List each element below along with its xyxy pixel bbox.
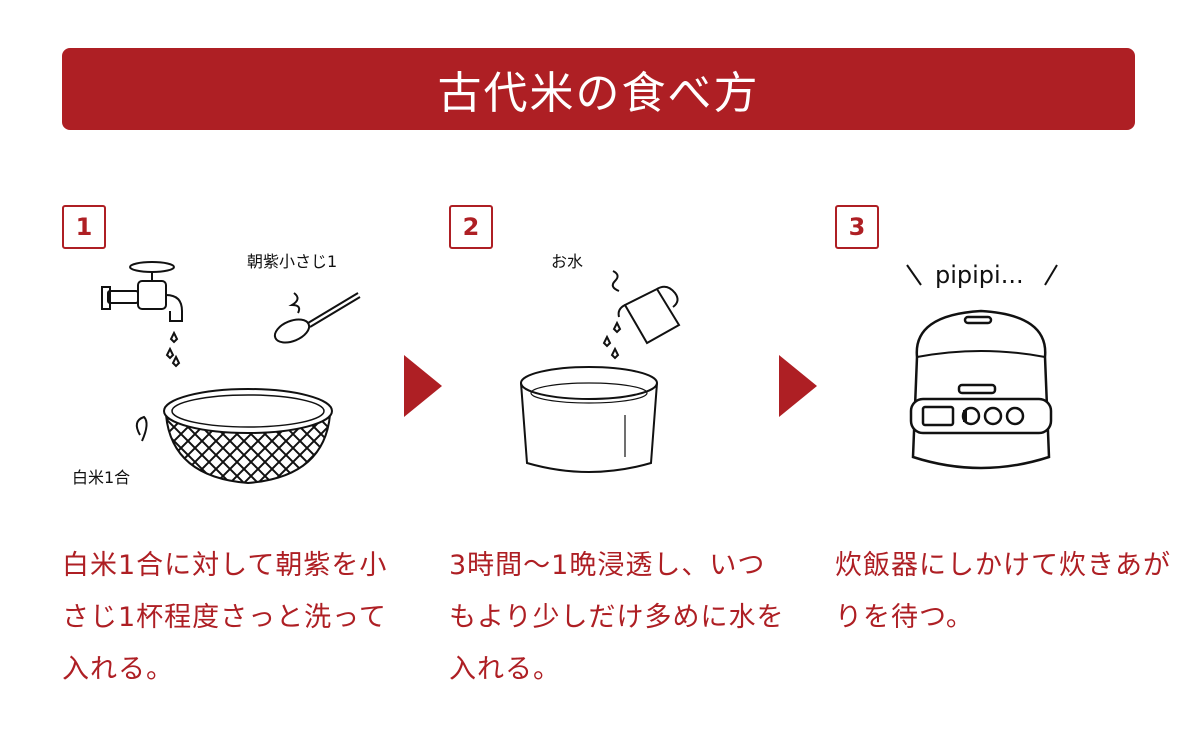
step-3-description: 炊飯器にしかけて炊きあがりを待つ。	[835, 550, 1171, 633]
spoon-icon	[273, 292, 361, 344]
page-title: 古代米の食べ方	[437, 68, 760, 119]
sound-label: pipipi...	[935, 261, 1024, 289]
step-2: 2 お水 3時間〜1晩浸透し、いつもより少しだけ多めに水を入れる。	[449, 205, 789, 685]
faucet-icon	[101, 261, 183, 368]
colander-icon	[135, 388, 333, 485]
arrow-1	[404, 355, 442, 417]
step-number-1: 1	[62, 205, 106, 249]
step-3-illustration: pipipi...	[906, 261, 1058, 470]
step-2-description: 3時間〜1晩浸透し、いつもより少しだけ多めに水を入れる。	[449, 550, 785, 685]
step-number-2: 2	[449, 205, 493, 249]
spoon-label: 朝紫小さじ1	[247, 252, 337, 271]
title-banner: 古代米の食べ方	[62, 48, 1135, 130]
water-label: お水	[551, 252, 583, 271]
step-3: 3 pipipi... 炊飯器にしかけて炊きあがりを待つ。	[835, 205, 1175, 685]
bowl-label: 白米1合	[72, 468, 130, 487]
rice-cooker-icon	[909, 309, 1053, 470]
arrow-right-icon	[404, 355, 442, 417]
step-2-illustration: お水	[520, 252, 681, 473]
step-1: 1 朝紫小さじ1	[62, 205, 402, 685]
inner-pot-icon	[520, 366, 658, 473]
step-number-3: 3	[835, 205, 879, 249]
step-1-illustration: 朝紫小さじ1 白米1合	[72, 252, 361, 487]
arrow-right-icon	[779, 355, 817, 417]
arrow-2	[779, 355, 817, 417]
step-1-description: 白米1合に対して朝紫を小さじ1杯程度さっと洗って入れる。	[62, 550, 388, 685]
measuring-cup-icon	[602, 270, 681, 360]
